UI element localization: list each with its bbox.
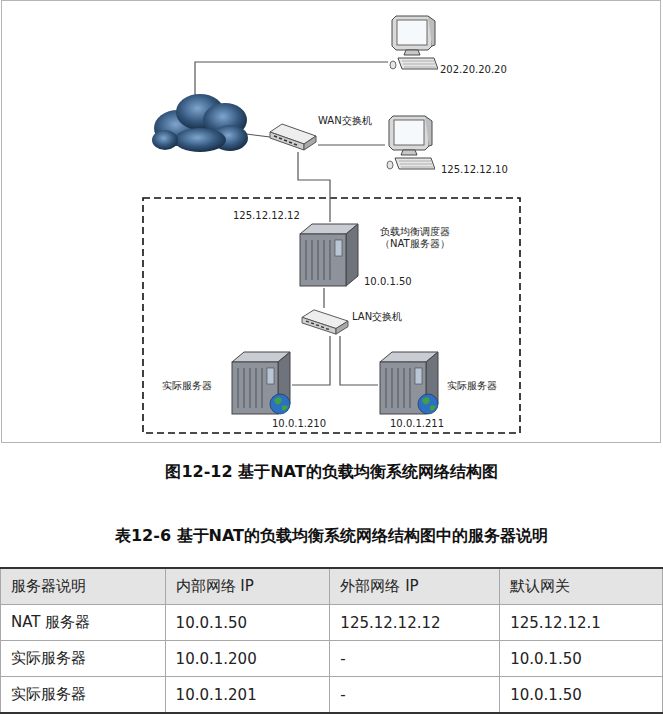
switch-symbol [268, 122, 318, 152]
switch-node: LAN交换机 [300, 308, 350, 336]
cloud-symbol [152, 94, 248, 152]
node-label: 125.12.12.10 [441, 164, 508, 176]
cell-text: - [340, 650, 345, 668]
dashed-region [143, 198, 520, 433]
computer-node: 202.20.20.20 [388, 12, 438, 72]
table-cell: 服务器说明 [1, 568, 166, 605]
table-cell: 10.0.1.200 [165, 641, 330, 677]
node-label: LAN交换机 [352, 311, 402, 323]
table-cell: 10.0.1.201 [165, 677, 330, 714]
figure-frame [2, 1, 661, 443]
connector-layer [0, 0, 663, 443]
cell-text: 10.0.1.50 [510, 686, 582, 704]
table-row: 实际服务器 10.0.1.201 - 10.0.1.50 [1, 677, 663, 714]
cell-text: 内部网络 IP [176, 577, 254, 595]
cell-text: 10.0.1.200 [176, 650, 257, 668]
switch-node: WAN交换机 [268, 122, 318, 152]
cell-text: 外部网络 IP [340, 577, 418, 595]
server-symbol [378, 350, 440, 416]
table-cell: - [330, 677, 500, 714]
pc-symbol [385, 112, 435, 172]
cell-text: 服务器说明 [11, 577, 86, 595]
node-label: 202.20.20.20 [440, 64, 507, 76]
network-link [318, 144, 385, 145]
table-cell: 内部网络 IP [165, 568, 330, 605]
cell-text: 10.0.1.201 [176, 686, 257, 704]
load-balancer-node: 125.12.12.12负载均衡调度器 （NAT服务器）10.0.1.50 [298, 222, 360, 288]
network-link [298, 152, 330, 222]
node-label: 负载均衡调度器 （NAT服务器） [380, 226, 464, 250]
table-row: 实际服务器 10.0.1.200 - 10.0.1.50 [1, 641, 663, 677]
network-link [292, 336, 330, 385]
server-symbol [298, 222, 360, 288]
node-label: 10.0.1.210 [272, 418, 326, 430]
table-cell: 外部网络 IP [330, 568, 500, 605]
computer-node: 125.12.12.10 [385, 112, 435, 172]
switch-symbol [300, 308, 350, 336]
cell-text: 实际服务器 [11, 649, 86, 667]
table-row: 服务器说明 内部网络 IP 外部网络 IP 默认网关 [1, 568, 663, 605]
node-label: 10.0.1.211 [390, 418, 444, 430]
server-symbol [230, 350, 292, 416]
node-label: 125.12.12.12 [233, 210, 300, 222]
table-cell: 默认网关 [500, 568, 663, 605]
node-label: WAN交换机 [318, 115, 372, 127]
server-table: 服务器说明 内部网络 IP 外部网络 IP 默认网关 NAT 服务器 10.0.1.50 1… [0, 567, 663, 714]
pc-symbol [388, 12, 438, 72]
cell-text: 125.12.12.12 [340, 614, 440, 632]
table-cell: 实际服务器 [1, 641, 166, 677]
cell-text: 125.12.12.1 [510, 614, 601, 632]
table-row: NAT 服务器 10.0.1.50 125.12.12.12 125.12.12.1 [1, 605, 663, 641]
network-link [340, 336, 378, 385]
table-cell: 10.0.1.50 [500, 677, 663, 714]
table-cell: 125.12.12.12 [330, 605, 500, 641]
wire [246, 134, 270, 137]
table-cell: 实际服务器 [1, 677, 166, 714]
cell-text: - [340, 686, 345, 704]
server-node: 实际服务器10.0.1.211 [378, 350, 440, 416]
cell-text: 实际服务器 [11, 685, 86, 703]
wire [195, 62, 388, 96]
table-cell: NAT 服务器 [1, 605, 166, 641]
network-link [323, 288, 324, 308]
cell-text: NAT 服务器 [11, 613, 90, 631]
cell-text: 10.0.1.50 [510, 650, 582, 668]
table-cell: - [330, 641, 500, 677]
node-label: 实际服务器 [162, 380, 212, 392]
cell-text: 10.0.1.50 [176, 614, 248, 632]
table-cell: 125.12.12.1 [500, 605, 663, 641]
table-cell: 10.0.1.50 [165, 605, 330, 641]
figure-caption: 图12-12 基于NAT的负载均衡系统网络结构图 [0, 462, 663, 483]
node-label: 10.0.1.50 [364, 276, 412, 288]
server-node: 实际服务器10.0.1.210 [230, 350, 292, 416]
table-cell: 10.0.1.50 [500, 641, 663, 677]
node-label: 实际服务器 [447, 380, 497, 392]
cell-text: 默认网关 [510, 577, 570, 595]
table-title: 表12-6 基于NAT的负载均衡系统网络结构图中的服务器说明 [0, 526, 663, 547]
